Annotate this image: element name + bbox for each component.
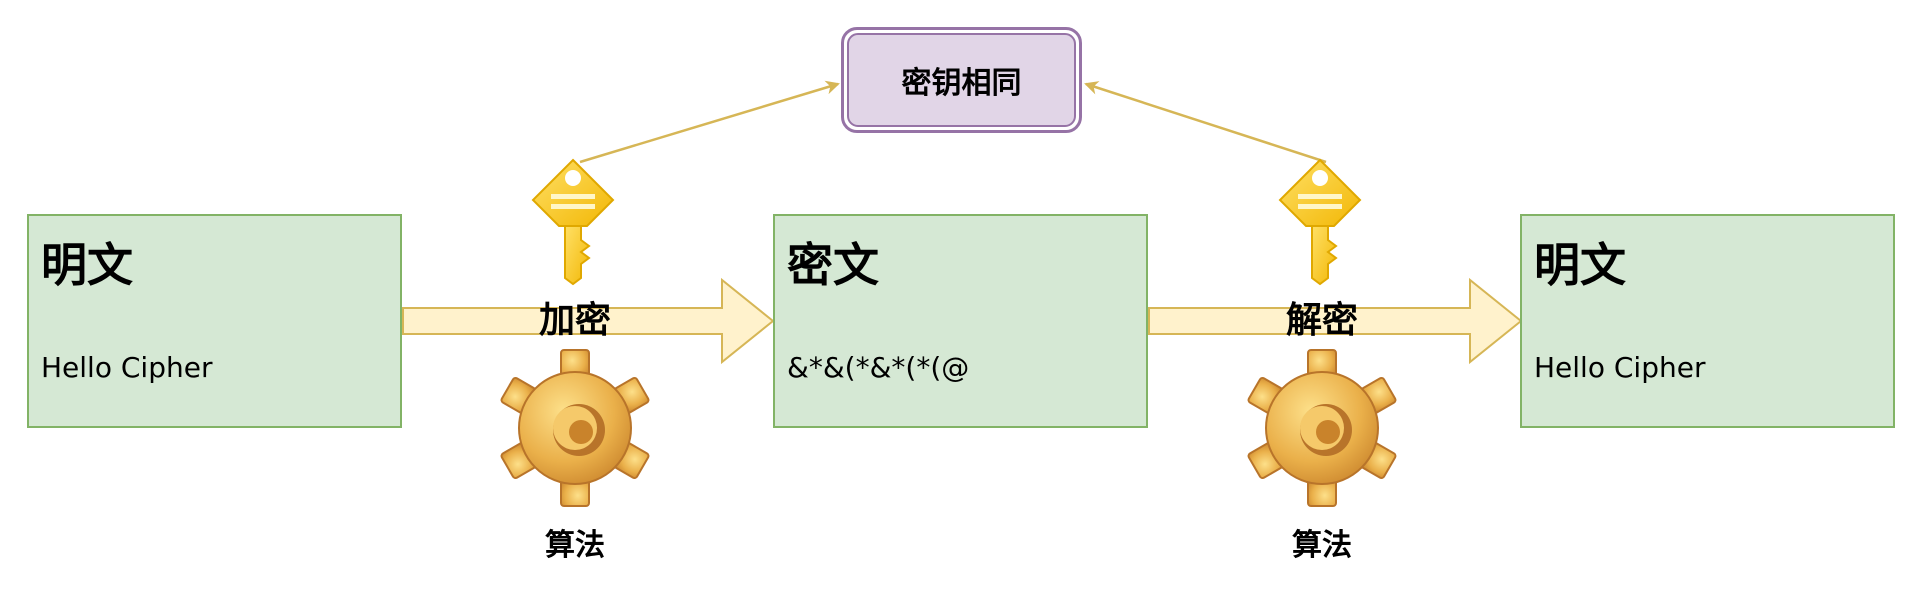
box-title: 明文 [41,238,133,292]
encrypt-label: 加密 [539,300,612,341]
same-key-label: 密钥相同 [847,33,1076,127]
decrypt-arrow [1148,277,1523,365]
key-icon [531,158,615,286]
encrypt-key-connector [579,80,840,164]
encrypt-algorithm-label: 算法 [545,528,605,563]
box-title: 明文 [1534,238,1626,292]
gear-icon [500,349,650,507]
plaintext-box-right: 明文 Hello Cipher [1520,214,1895,428]
key-icon [1278,158,1362,286]
ciphertext-box: 密文 &*&(*&*(*(@ [773,214,1148,428]
gear-icon [1247,349,1397,507]
box-title: 密文 [787,238,879,292]
plaintext-box-left: 明文 Hello Cipher [27,214,402,428]
decrypt-key-connector [1084,81,1327,164]
box-content: Hello Cipher [1534,351,1706,384]
encrypt-arrow [402,277,775,365]
box-content: Hello Cipher [41,351,213,384]
box-content: &*&(*&*(*(@ [787,351,970,384]
decrypt-label: 解密 [1286,300,1359,341]
same-key-box: 密钥相同 [841,27,1082,133]
decrypt-algorithm-label: 算法 [1292,528,1352,563]
